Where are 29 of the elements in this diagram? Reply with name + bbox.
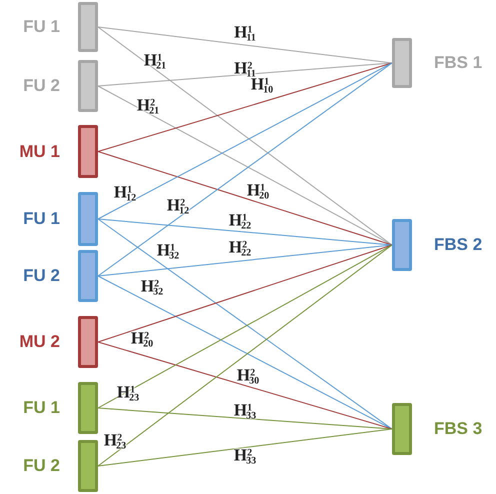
node-label: FU 1 <box>23 397 60 420</box>
connector-line <box>98 62 392 86</box>
node-label: FU 2 <box>23 455 60 478</box>
node-label: FBS 3 <box>434 418 482 440</box>
connector-line <box>98 428 392 466</box>
node-label: FU 2 <box>23 265 60 288</box>
node-label: FBS 2 <box>434 234 482 256</box>
connector-line <box>98 218 392 430</box>
connector-line <box>98 62 392 276</box>
node-label: FBS 1 <box>434 52 482 74</box>
connector-line <box>98 408 392 430</box>
connector-line <box>98 244 392 408</box>
connector-line <box>98 62 392 152</box>
connector-line <box>98 342 392 430</box>
connector-line <box>98 244 392 466</box>
connector-line <box>98 26 392 64</box>
connector-line <box>98 86 392 246</box>
node-label: FU 2 <box>23 75 60 98</box>
node-label: MU 1 <box>19 140 60 163</box>
connector-line <box>98 276 392 430</box>
connector-line <box>98 244 392 342</box>
connector-line <box>98 151 392 246</box>
node-label: FU 1 <box>23 16 60 38</box>
node-label: FU 1 <box>23 208 60 230</box>
connector-line <box>98 244 392 276</box>
connector-line <box>98 26 392 246</box>
connector-line <box>98 218 392 246</box>
node-label: MU 2 <box>19 331 60 354</box>
connector-line <box>98 62 392 220</box>
